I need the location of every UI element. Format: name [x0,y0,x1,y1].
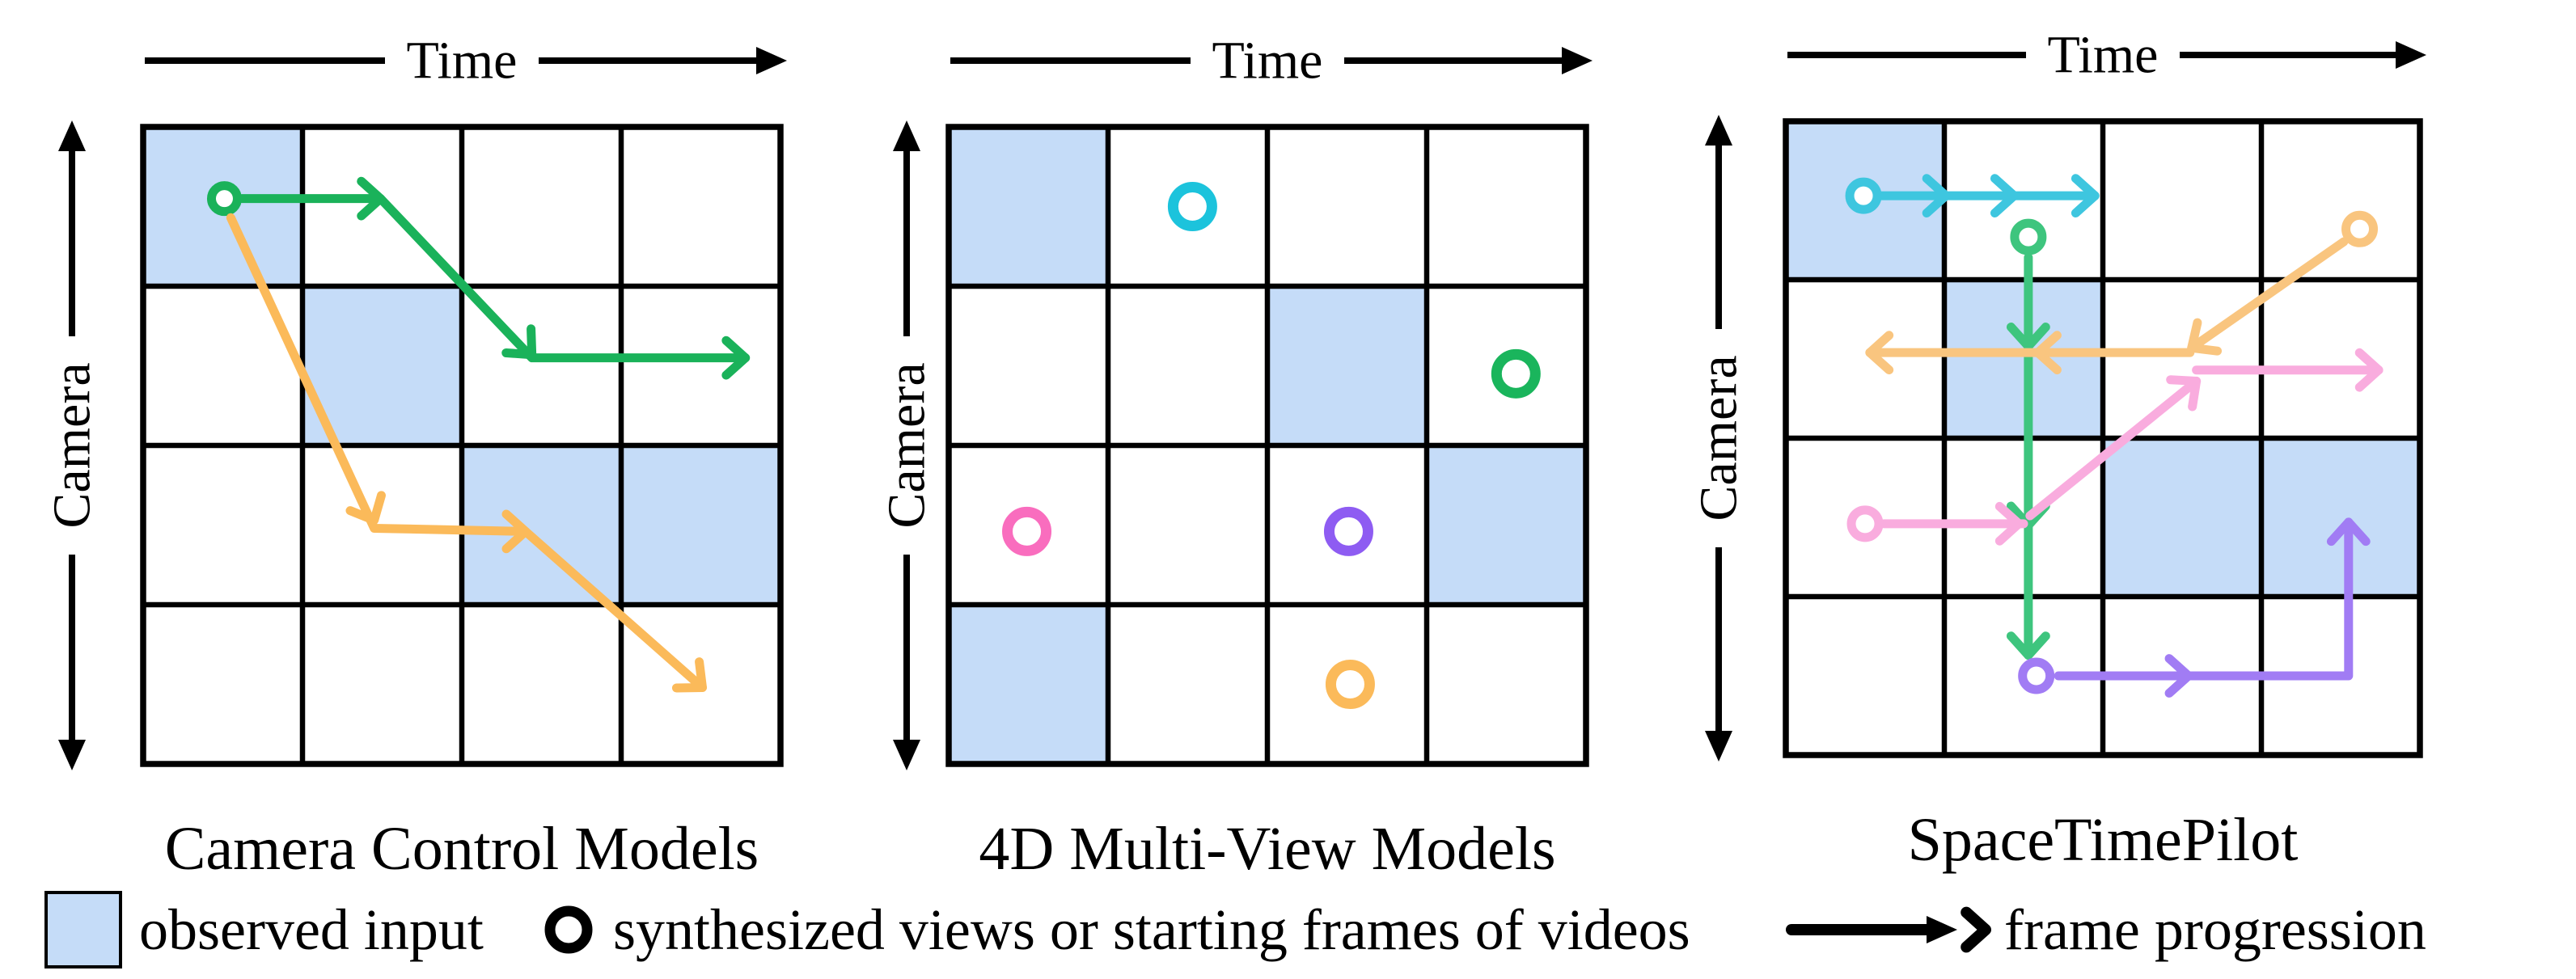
chevron-arrowhead-icon [1922,174,1951,218]
start-frame-circle-icon [2018,657,2055,694]
start-frame-circle-icon [206,181,242,217]
camera-axis-label: Camera [878,362,937,528]
chevron-arrowhead-icon [2033,331,2062,375]
purple-circle [1323,506,1373,556]
chevron-arrowhead-icon [501,324,537,360]
camera-axis-up-arrowhead-icon [893,120,920,151]
green-trajectory [206,176,751,380]
legend: observed input synthesized views or start… [44,891,2426,968]
camera-axis-down-arrowhead-icon [58,740,86,770]
trajectory-line [237,194,751,363]
green-circle [1491,348,1541,399]
chevron-arrowhead-icon [357,176,386,221]
legend-synthesized-label: synthesized views or starting frames of … [613,897,1690,962]
chevron-arrowhead-icon [2187,318,2223,356]
time-axis-arrowhead-icon [2396,41,2426,69]
observed-cell [1267,286,1427,445]
time-axis-label: Time [407,32,518,91]
camera-axis-down-arrowhead-icon [893,740,920,770]
observed-cell [2103,438,2261,597]
chevron-arrowhead-icon [2164,654,2193,698]
legend-progression-chevron-icon [1961,906,1991,953]
time-axis-arrowhead-icon [1562,47,1593,74]
camera-axis-label: Camera [1690,355,1749,521]
start-frame-circle-icon [1846,505,1884,542]
chevron-arrowhead-icon [1994,501,2024,546]
chevron-arrowhead-icon [2354,348,2384,392]
camera-axis-down-arrowhead-icon [1705,731,1732,762]
legend-progression-label: frame progression [2004,897,2426,962]
grid-border [1783,118,2423,758]
observed-cell [1944,280,2103,438]
grid-border [945,124,1589,767]
observed-cell [949,127,1108,286]
chevron-arrowhead-icon [2071,174,2100,218]
orange-trajectory [226,213,707,693]
chevron-arrowhead-icon [2006,323,2050,351]
observed-cell [462,445,621,605]
start-frame-circle-icon [1845,177,1882,214]
orange-circle [1325,660,1375,709]
chevron-arrowhead-icon [671,657,707,693]
start-frame-circle-icon [2010,218,2047,255]
observed-cell [1427,445,1586,605]
legend-observed-swatch [44,891,122,968]
legend-observed-label: observed input [139,897,484,962]
observed-cell [621,445,780,605]
trajectory-line [2054,517,2354,681]
camera-axis-up-arrowhead-icon [1705,115,1732,146]
pink-circle [1002,506,1052,556]
time-axis-label: Time [2048,26,2159,85]
grid-border [140,124,784,767]
chevron-arrowhead-icon [345,491,386,525]
purple-trajectory [2018,517,2371,698]
observed-cell [2261,438,2420,597]
time-axis-label: Time [1212,32,1323,91]
observed-cell [302,286,462,445]
chevron-arrowhead-icon [721,335,751,380]
panel-title: 4D Multi-View Models [979,815,1555,883]
observed-cell [949,605,1108,764]
legend-synthesized-circle-icon [544,905,593,954]
panel-title: Camera Control Models [165,815,759,883]
chevron-arrowhead-icon [1865,331,1894,375]
chevron-arrowhead-icon [1990,174,2019,218]
trajectory-line [226,213,707,692]
camera-axis-label: Camera [43,362,102,528]
chevron-arrowhead-icon [2166,375,2202,411]
cyan-circle [1167,182,1217,231]
chevron-arrowhead-icon [2326,517,2371,546]
cyan-trajectory [1845,174,2100,218]
chevron-arrowhead-icon [2006,631,2050,660]
time-axis-arrowhead-icon [756,47,787,74]
start-frame-circle-icon [2341,210,2379,247]
pink-trajectory [1846,348,2384,546]
trajectory-line [2187,237,2349,352]
orange-trajectory [1865,210,2379,375]
panel-title: SpaceTimePilot [1908,806,2299,874]
trajectory-line [2025,376,2202,521]
chevron-arrowhead-icon [501,509,531,554]
legend-progression-arrowhead-icon [1927,916,1957,943]
camera-axis-up-arrowhead-icon [58,120,86,151]
